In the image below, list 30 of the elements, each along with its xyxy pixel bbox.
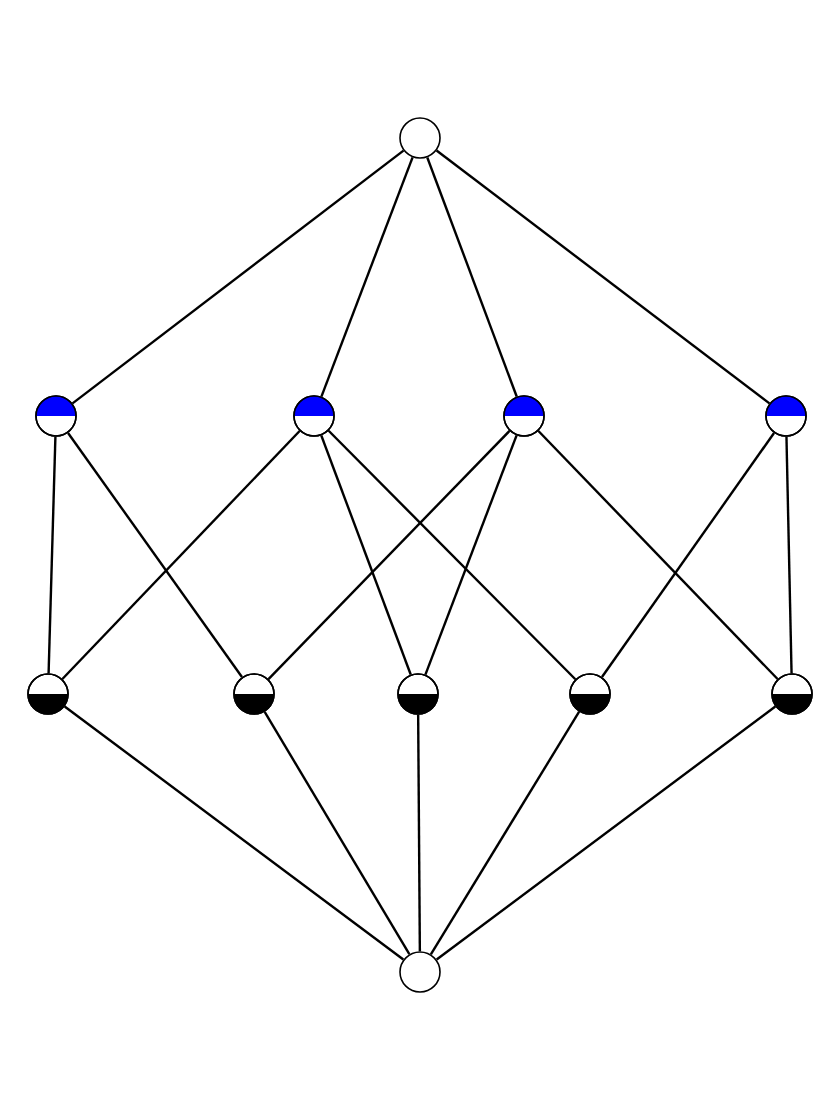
edge-line: [429, 711, 581, 955]
edge-line: [435, 149, 771, 405]
edge-line: [320, 157, 414, 397]
edge-line: [320, 435, 412, 675]
edge-line: [435, 705, 777, 961]
half-filled-circle: [233, 673, 275, 715]
edge-line: [71, 149, 405, 405]
half-filled-circle: [27, 673, 69, 715]
edge-line: [67, 432, 243, 678]
edge-line: [416, 714, 422, 952]
edge-line: [267, 430, 511, 680]
edge-line: [426, 157, 518, 397]
edge-line: [63, 705, 405, 961]
half-filled-circle: [397, 673, 439, 715]
edge-line: [785, 436, 793, 674]
edge-line: [327, 429, 577, 681]
half-filled-circle: [765, 395, 807, 437]
edge-line: [424, 435, 518, 675]
half-filled-circle: [569, 673, 611, 715]
half-filled-circle: [771, 673, 813, 715]
edge-line: [537, 430, 779, 680]
node-circle: [399, 117, 441, 159]
half-filled-circle: [503, 395, 545, 437]
edge-line: [601, 432, 775, 678]
half-filled-circle: [35, 395, 77, 437]
node-circle: [399, 951, 441, 993]
edge-line: [61, 430, 301, 680]
edge-line: [263, 711, 411, 955]
half-filled-circle: [293, 395, 335, 437]
edge-line: [47, 436, 57, 674]
